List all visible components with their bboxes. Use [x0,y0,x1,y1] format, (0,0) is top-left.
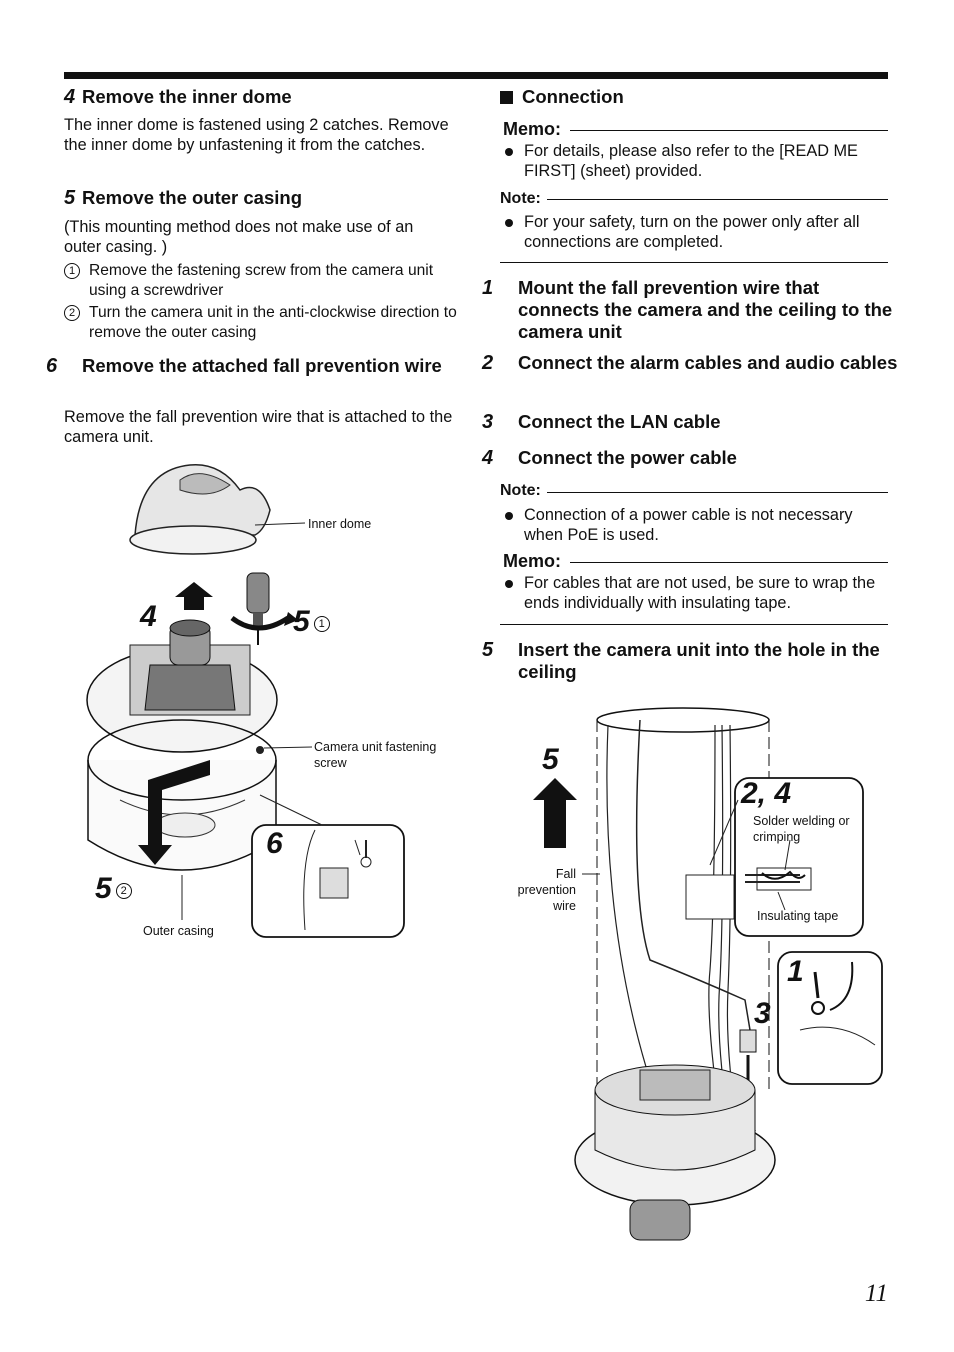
callout-5-insert: 5 [542,743,559,776]
callout-1: 1 [787,955,804,988]
page-number: 11 [864,1280,888,1307]
label-inner-dome: Inner dome [308,517,372,531]
note-1-bottom-rule [500,262,888,263]
note-2-rule [547,492,888,493]
circled-number-1: 1 [64,263,80,279]
label-camera-unit-fastening-screw: Camera unit fastening screw [314,740,437,770]
memo-1-bullet: For details, please also refer to the [R… [500,142,888,181]
square-bullet-icon [500,91,513,104]
memo-2-rule [570,562,888,563]
label-outer-casing: Outer casing [143,924,214,938]
step-6-body: Remove the fall prevention wire that is … [64,408,453,446]
note-1-rule [547,199,888,200]
label-solder-welding: Solder welding or crimping [753,814,850,844]
label-fall-prevention-wire: Fall prevention wire [517,867,576,913]
callout-4: 4 [140,600,157,633]
note-1-heading: Note: [500,190,541,207]
memo-2-bottom-rule [500,624,888,625]
memo-2-bullet: For cables that are not used, be sure to… [500,574,894,613]
callout-6: 6 [266,827,283,860]
note-1-bullet: For your safety, turn on the power only … [500,213,888,252]
label-insulating-tape: Insulating tape [757,909,839,923]
memo-2-heading: Memo: [503,551,561,571]
top-rule [64,72,888,79]
section-connection-heading: Connection [500,86,624,108]
step-5-body: (This mounting method does not make use … [64,218,414,256]
memo-1-heading: Memo: [503,119,561,139]
step-5-sub-1: 1 Remove the fastening screw from the ca… [64,261,459,300]
ceiling-installation-illustration [533,707,883,1241]
step-5-sub-2: 2 Turn the camera unit in the anti-clock… [64,303,459,342]
note-2-heading: Note: [500,482,541,499]
memo-1-rule [570,130,888,131]
circled-number-2: 2 [64,305,80,321]
step-4-body: The inner dome is fastened using 2 catch… [64,116,449,154]
note-2-bullet: Connection of a power cable is not neces… [500,506,894,545]
camera-disassembly-illustration [86,463,405,938]
callout-2-4: 2, 4 [741,777,792,810]
callout-3: 3 [754,997,771,1030]
